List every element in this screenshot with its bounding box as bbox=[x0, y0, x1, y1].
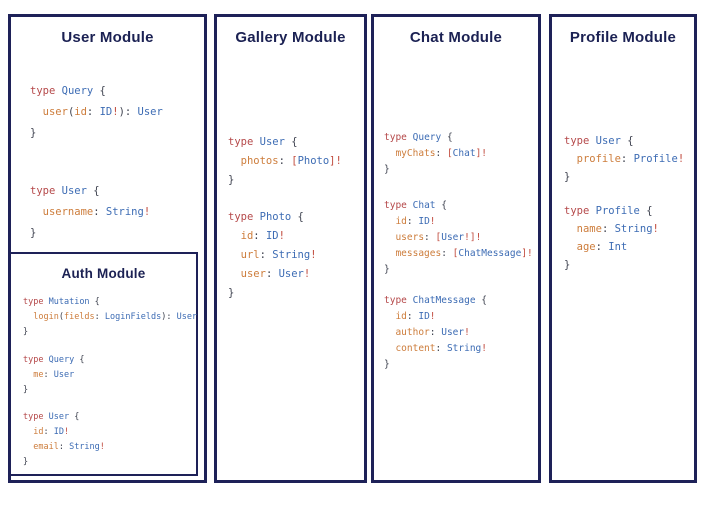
module-title-gallery: Gallery Module bbox=[235, 29, 346, 46]
code-line: } bbox=[228, 287, 235, 299]
code-line: name: String! bbox=[564, 223, 659, 235]
code-block-profile-profile: type Profile { name: String! age: Int} bbox=[552, 202, 694, 274]
code-line: type User { bbox=[564, 135, 634, 147]
code-line: } bbox=[23, 457, 29, 467]
code-line: } bbox=[23, 327, 29, 337]
code-line: username: String! bbox=[30, 206, 151, 218]
code-line: author: User! bbox=[384, 327, 470, 338]
module-box-gallery: Gallery Module type User { photos: [Phot… bbox=[214, 14, 367, 483]
code-line: id: ID! bbox=[384, 311, 436, 322]
code-line: type Profile { bbox=[564, 205, 653, 217]
module-box-chat: Chat Module type Query { myChats: [Chat]… bbox=[371, 14, 541, 483]
code-line: profile: Profile! bbox=[564, 153, 685, 165]
code-line: type Mutation { bbox=[23, 297, 100, 307]
code-line: users: [User!]! bbox=[384, 232, 482, 243]
code-block-gallery-user: type User { photos: [Photo]!} bbox=[217, 133, 364, 190]
code-line: photos: [Photo]! bbox=[228, 155, 342, 167]
code-line: } bbox=[30, 227, 37, 239]
code-block-gallery-photo: type Photo { id: ID! url: String! user: … bbox=[217, 208, 364, 303]
code-line: type Query { bbox=[384, 132, 453, 143]
module-box-user: User Module type Query { user(id: ID!): … bbox=[8, 14, 207, 483]
code-block-chat-chatmessage: type ChatMessage { id: ID! author: User!… bbox=[374, 293, 538, 373]
code-line: user: User! bbox=[228, 268, 311, 280]
code-block-chat-chat: type Chat { id: ID! users: [User!]! mess… bbox=[374, 198, 538, 278]
code-line: type Photo { bbox=[228, 211, 304, 223]
code-line: type User { bbox=[23, 412, 80, 422]
module-box-profile: Profile Module type User { profile: Prof… bbox=[549, 14, 697, 483]
code-line: id: ID! bbox=[23, 427, 70, 437]
code-line: url: String! bbox=[228, 249, 317, 261]
code-line: email: String! bbox=[23, 442, 105, 452]
module-title-chat: Chat Module bbox=[409, 29, 503, 46]
code-line: type Query { bbox=[23, 355, 85, 365]
module-box-auth: Auth Module type Mutation { login(fields… bbox=[9, 252, 198, 476]
code-line: id: ID! bbox=[228, 230, 285, 242]
module-title-user: User Module bbox=[61, 29, 154, 46]
code-block-user-query: type Query { user(id: ID!): User} bbox=[11, 81, 204, 144]
code-line: type User { bbox=[30, 185, 100, 197]
code-line: } bbox=[228, 174, 235, 186]
code-line: type Chat { bbox=[384, 200, 447, 211]
code-line: me: User bbox=[23, 370, 75, 380]
code-line: type Query { bbox=[30, 85, 106, 97]
code-line: } bbox=[384, 264, 390, 275]
code-line: } bbox=[30, 127, 37, 139]
code-block-user-user: type User { username: String!} bbox=[11, 181, 204, 244]
code-line: messages: [ChatMessage]! bbox=[384, 248, 533, 259]
code-block-chat-query: type Query { myChats: [Chat]!} bbox=[374, 130, 538, 178]
code-block-auth-mutation: type Mutation { login(fields: LoginField… bbox=[11, 295, 198, 340]
code-line: } bbox=[564, 259, 571, 271]
code-line: type User { bbox=[228, 136, 298, 148]
code-block-auth-query: type Query { me: User} bbox=[11, 353, 196, 398]
code-line: } bbox=[23, 385, 29, 395]
code-block-auth-user: type User { id: ID! email: String!} bbox=[11, 410, 196, 470]
code-line: content: String! bbox=[384, 343, 487, 354]
code-line: myChats: [Chat]! bbox=[384, 148, 488, 159]
code-line: id: ID! bbox=[384, 216, 436, 227]
code-line: } bbox=[384, 164, 390, 175]
code-line: } bbox=[384, 359, 390, 370]
code-line: login(fields: LoginFields): User bbox=[23, 312, 198, 322]
module-title-auth: Auth Module bbox=[61, 266, 146, 281]
code-block-profile-user: type User { profile: Profile!} bbox=[552, 132, 694, 186]
module-title-profile: Profile Module bbox=[569, 29, 677, 46]
code-line: age: Int bbox=[564, 241, 628, 253]
code-line: } bbox=[564, 171, 571, 183]
code-line: type ChatMessage { bbox=[384, 295, 487, 306]
code-line: user(id: ID!): User bbox=[30, 106, 163, 118]
